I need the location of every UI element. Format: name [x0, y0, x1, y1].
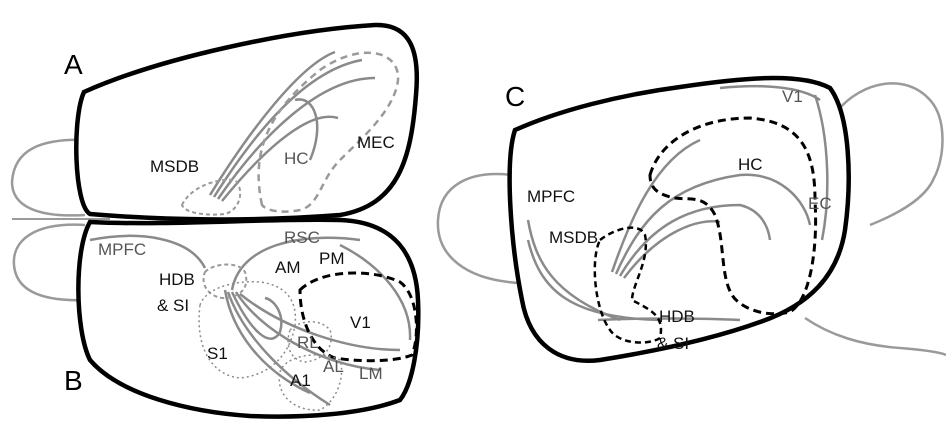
label-b-am: AM: [275, 258, 301, 277]
label-a-mec: MEC: [357, 133, 395, 152]
hemisphere-a-outline: [76, 25, 417, 219]
label-b-mpfc: MPFC: [98, 240, 146, 259]
panel-sagittal-view: C V1 HC MPFC EC MSDB HDB & SI: [438, 78, 946, 361]
label-c-v1: V1: [782, 87, 803, 106]
label-b-s1: S1: [207, 344, 228, 363]
label-c-hdb: HDB: [659, 307, 695, 326]
panel-dorsal-view: A B MSDB HC MEC MPFC HDB & SI RSC AM PM …: [12, 25, 418, 417]
label-b-al: AL: [323, 357, 344, 376]
label-b-pm: PM: [319, 249, 345, 268]
label-a-hc: HC: [284, 149, 309, 168]
label-a-msdb: MSDB: [150, 157, 199, 176]
label-b-hdb: HDB: [159, 270, 195, 289]
label-c-hdb-si: & SI: [657, 334, 689, 353]
label-c-mpfc: MPFC: [527, 187, 575, 206]
brainstem-outline: [805, 318, 946, 355]
panel-label-c: C: [505, 81, 525, 112]
panel-label-a: A: [64, 49, 83, 80]
label-c-hc: HC: [738, 155, 763, 174]
label-b-rl: RL: [297, 333, 319, 352]
label-c-msdb: MSDB: [549, 228, 598, 247]
label-b-v1: V1: [350, 313, 371, 332]
label-b-rsc: RSC: [284, 228, 320, 247]
label-b-lm: LM: [359, 364, 383, 383]
label-c-ec: EC: [808, 194, 832, 213]
label-b-hdb-si: & SI: [157, 296, 189, 315]
label-b-a1: A1: [290, 371, 311, 390]
panel-label-b: B: [64, 365, 83, 396]
cerebellum-outline: [838, 83, 943, 225]
